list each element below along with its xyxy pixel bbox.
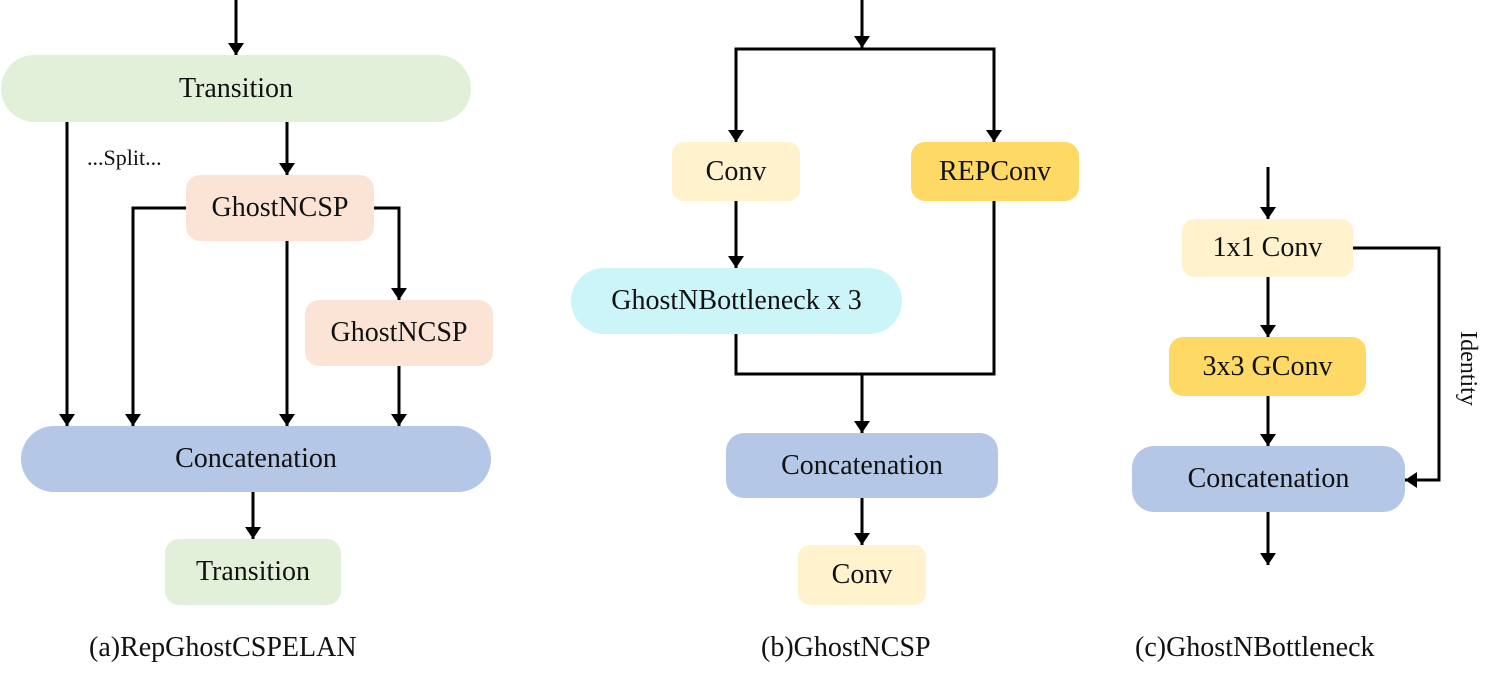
concatenation-node-a: Concatenation [21, 426, 491, 492]
repconv-node: REPConv [911, 142, 1079, 201]
branch-b-top [734, 47, 996, 142]
caption-a: (a)RepGhostCSPELAN [89, 632, 357, 663]
conv-top-node: Conv [672, 142, 800, 201]
transition-top-node: Transition [1, 55, 471, 122]
ghostncsp-node-2: GhostNCSP [305, 300, 493, 366]
transition-bottom-node: Transition [165, 539, 341, 605]
arrow-ghostncsp1-right [374, 206, 407, 300]
conv1x1-node: 1x1 Conv [1182, 219, 1353, 277]
merge-b [734, 201, 996, 376]
concatenation-node-b: Concatenation [726, 433, 998, 498]
identity-connection [1353, 246, 1441, 488]
split-label: ...Split... [87, 145, 162, 170]
gconv3x3-node: 3x3 GConv [1169, 337, 1366, 396]
conv-bottom-node: Conv [798, 545, 926, 605]
caption-b: (b)GhostNCSP [761, 632, 931, 663]
identity-label: Identity [1454, 331, 1481, 406]
ghostnbottleneck-node: GhostNBottleneck x 3 [571, 268, 902, 334]
caption-c: (c)GhostNBottleneck [1135, 632, 1375, 663]
ghostncsp-node-1: GhostNCSP [186, 175, 374, 241]
concatenation-node-c: Concatenation [1132, 446, 1405, 512]
arrow-ghostncsp1-left [125, 206, 186, 426]
